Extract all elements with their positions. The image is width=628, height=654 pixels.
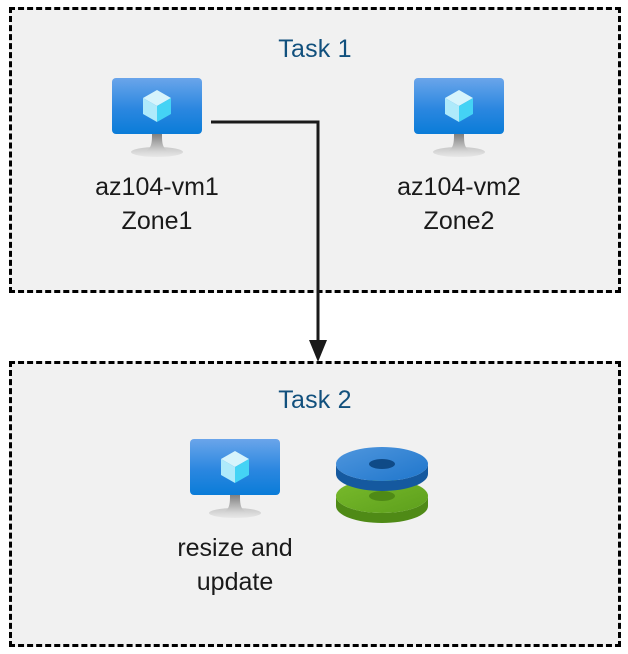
task-2-container: Task 2 bbox=[9, 361, 621, 647]
task-2-title: Task 2 bbox=[278, 386, 352, 414]
virtual-machine-icon bbox=[406, 76, 512, 158]
disks-icon bbox=[330, 440, 434, 530]
virtual-machine-icon bbox=[182, 437, 288, 519]
node-az104-vm1[interactable]: az104-vm1 Zone1 bbox=[62, 76, 252, 238]
virtual-machine-icon bbox=[104, 76, 210, 158]
node-label-az104-vm2: az104-vm2 Zone2 bbox=[397, 173, 521, 235]
node-resize-and-update[interactable]: resize and update bbox=[140, 437, 330, 599]
node-az104-vm2[interactable]: az104-vm2 Zone2 bbox=[364, 76, 554, 238]
node-label-az104-vm1: az104-vm1 Zone1 bbox=[95, 173, 219, 235]
down-arrow-icon bbox=[309, 340, 327, 362]
node-label-resize-and-update: resize and update bbox=[177, 534, 293, 596]
task-1-title: Task 1 bbox=[278, 35, 352, 63]
